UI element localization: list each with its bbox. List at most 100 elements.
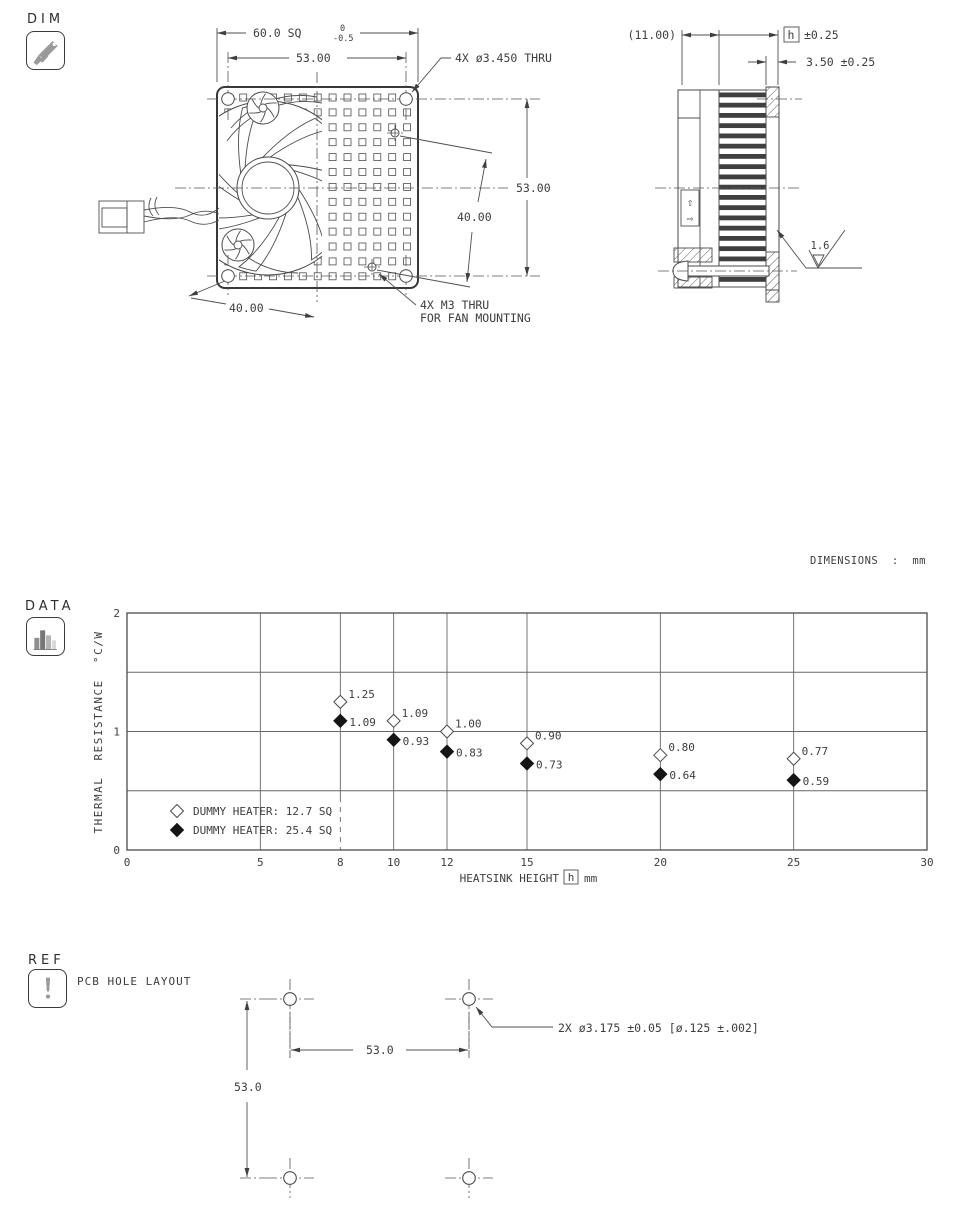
open-diamond-marker [439, 724, 455, 739]
y-tick-label: 1 [113, 726, 120, 739]
point-value-label: 1.00 [455, 718, 482, 731]
vent-hole [313, 93, 322, 102]
point-value-label: 0.93 [403, 735, 430, 748]
fin [719, 123, 766, 129]
x-tick-label: 25 [787, 856, 800, 869]
filled-diamond-marker [386, 732, 401, 748]
point-value-label: 1.09 [402, 707, 429, 720]
y-tick-label: 0 [113, 844, 120, 857]
point-value-label: 0.83 [456, 747, 483, 760]
fin [719, 205, 766, 211]
vent-hole [373, 227, 382, 236]
dim-base-label: 3.50 ±0.25 [806, 55, 875, 69]
dim-11-label: (11.00) [628, 28, 676, 42]
filled-diamond-marker [519, 756, 535, 771]
fin [719, 184, 766, 190]
fin [719, 277, 766, 282]
vent-hole [388, 227, 397, 236]
m3-note-line2: FOR FAN MOUNTING [420, 311, 531, 325]
vent-hole [403, 138, 412, 147]
vent-hole [403, 257, 412, 266]
section-label-dim: DIM [27, 12, 65, 27]
x-axis-label-symbol: h [568, 871, 575, 884]
vent-hole [328, 123, 337, 132]
filled-diamond-marker [333, 713, 348, 729]
vent-hole [343, 242, 352, 251]
bar-chart-icon [26, 617, 65, 656]
filled-diamond-marker [786, 772, 801, 788]
open-diamond-marker [786, 751, 801, 766]
vent-hole [358, 108, 367, 117]
vent-hole [403, 227, 412, 236]
vent-hole [358, 197, 367, 206]
x-axis-label: HEATSINK HEIGHT h mm [460, 869, 598, 885]
airflow-up-arrow-icon: ⇧ [687, 196, 694, 209]
dim-h-tol: ±0.25 [804, 28, 839, 42]
vent-hole [388, 153, 397, 162]
vent-hole [328, 182, 337, 191]
fan-corner-boss [246, 91, 280, 125]
vent-hole [373, 153, 382, 162]
vent-hole [343, 182, 352, 191]
corner-mounting-holes [221, 92, 413, 283]
fan-cable-connector [98, 196, 220, 234]
pcb-hole-layout-drawing: 53.0 53.0 2X ø3.175 ±0.05 [ø.125 ±.002] [234, 979, 759, 1198]
fin [719, 236, 766, 241]
vent-hole [328, 138, 337, 147]
vent-hole [388, 242, 397, 251]
vent-hole [373, 138, 382, 147]
vent-hole [358, 168, 367, 176]
vent-hole [343, 197, 352, 206]
vent-hole [358, 227, 367, 236]
point-value-label: 0.59 [803, 775, 830, 788]
vent-hole [343, 227, 352, 236]
fin [719, 133, 766, 139]
vent-hole [373, 93, 382, 102]
filled-diamond-marker [169, 822, 185, 838]
fan-frame-outline [216, 86, 419, 289]
vent-hole [358, 123, 367, 132]
vent-hole [328, 108, 337, 117]
open-diamond-marker [519, 736, 535, 751]
fin [719, 102, 766, 108]
dim-60-tol-lower: -0.5 [333, 34, 353, 44]
fin [719, 215, 766, 221]
bar-chart-glyph [33, 629, 57, 650]
center-lines [175, 52, 540, 302]
x-tick-label: 10 [387, 856, 400, 869]
open-diamond-marker [333, 694, 348, 710]
section-label-ref: REF [28, 953, 65, 968]
pcb-holes [240, 979, 493, 1198]
point-value-label: 0.90 [535, 729, 562, 742]
pcb-layout-title: PCB HOLE LAYOUT [77, 975, 192, 988]
vent-hole [358, 182, 367, 191]
point-value-label: 0.77 [802, 745, 829, 758]
dim-53-horizontal-label: 53.0 [366, 1043, 394, 1057]
vent-hole [283, 93, 292, 102]
m3-note-line1: 4X M3 THRU [420, 298, 489, 312]
x-tick-label: 8 [337, 856, 344, 869]
pcb-hole-note: 2X ø3.175 ±0.05 [ø.125 ±.002] [558, 1021, 759, 1035]
roughness-label: 1.6 [811, 240, 830, 252]
vent-hole [373, 257, 382, 266]
dim-60-label: 60.0 SQ [253, 26, 302, 40]
vent-hole [373, 182, 382, 191]
open-diamond-marker [169, 803, 185, 819]
plot-border [126, 612, 928, 851]
exclamation-glyph [45, 977, 50, 999]
vent-hole [328, 257, 337, 266]
vent-hole [343, 257, 352, 266]
vent-hole [239, 93, 248, 102]
x-axis-label-suffix: mm [584, 872, 598, 885]
x-tick-label: 20 [654, 856, 667, 869]
vent-hole [358, 93, 367, 102]
vent-hole [343, 123, 352, 132]
section-label-data: DATA [25, 599, 75, 614]
vent-hole [328, 242, 337, 251]
vent-hole [388, 257, 397, 266]
vent-hole [298, 93, 307, 102]
